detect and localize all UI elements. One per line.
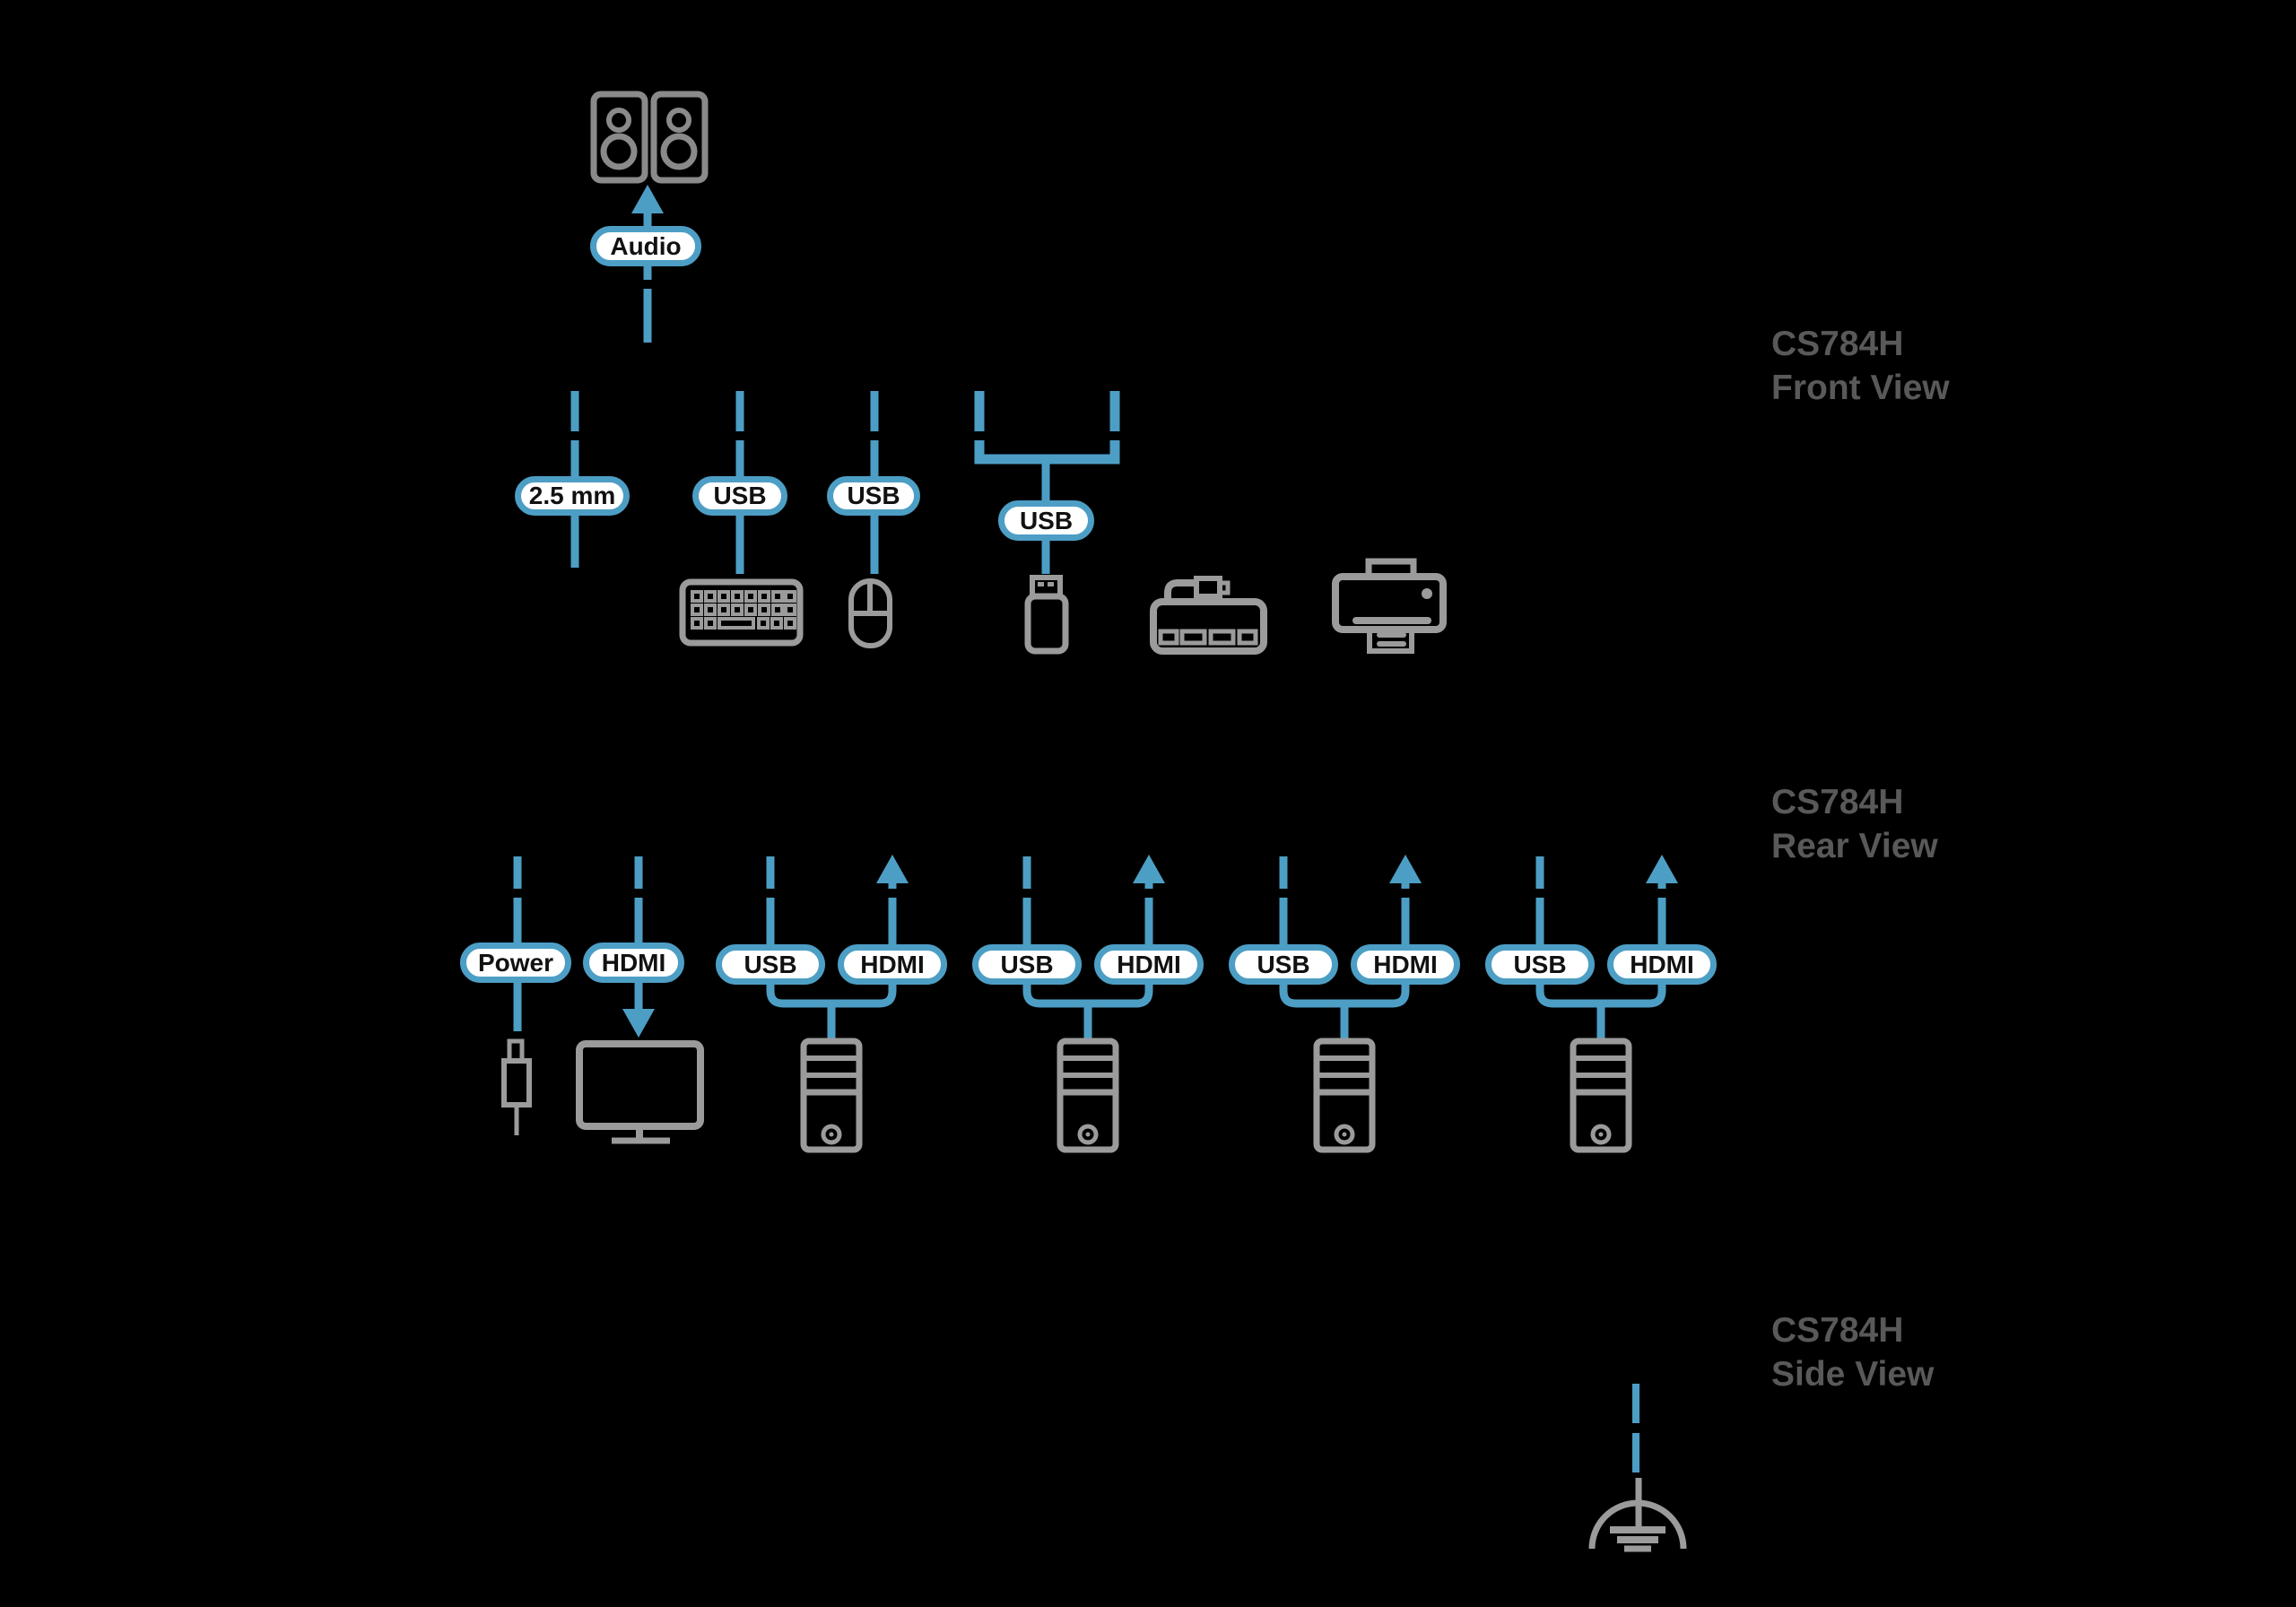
speakers-icon xyxy=(590,91,709,184)
computer-tower-icon xyxy=(1057,1038,1119,1153)
usb-split-bracket xyxy=(974,391,1120,465)
usb-port-4-label: USB xyxy=(1485,944,1595,985)
usb-port-3-label: USB xyxy=(1229,944,1338,985)
monitor-hdmi-line xyxy=(622,856,655,1038)
side-view-heading-model: CS784H xyxy=(1771,1311,1904,1350)
front-view-heading: CS784H Front View xyxy=(1771,322,2148,410)
hdmi-port-2-label: HDMI xyxy=(1094,944,1204,985)
side-view-heading: CS784H Side View xyxy=(1771,1308,2148,1396)
rear-view-heading-label: Rear View xyxy=(1771,827,1938,865)
usb-shared-port-label: USB xyxy=(998,500,1094,541)
audio-port-notch xyxy=(642,280,653,289)
monitor-icon xyxy=(576,1040,704,1144)
computer-tower-icon xyxy=(1313,1038,1376,1153)
front-view-heading-model: CS784H xyxy=(1771,325,1904,363)
audio-port-label: Audio xyxy=(590,226,701,266)
hdmi-port-1-label: HDMI xyxy=(838,944,947,985)
computer-tower-icon xyxy=(800,1038,863,1153)
usb-mouse-port-label: USB xyxy=(827,476,920,516)
printer-icon xyxy=(1332,558,1447,654)
hdmi-port-4-label: HDMI xyxy=(1607,944,1717,985)
power-plug-icon xyxy=(501,1038,532,1135)
front-view-heading-label: Front View xyxy=(1771,369,1950,407)
usb-port-2-label: USB xyxy=(972,944,1082,985)
jack-2-5mm-port-label: 2.5 mm xyxy=(515,476,630,516)
power-port-label: Power xyxy=(460,942,571,983)
computer-tower-icon xyxy=(1570,1038,1632,1153)
rear-view-heading-model: CS784H xyxy=(1771,783,1904,821)
keyboard-icon xyxy=(679,578,804,647)
hdmi-port-3-label: HDMI xyxy=(1351,944,1460,985)
side-view-heading-label: Side View xyxy=(1771,1355,1935,1394)
rear-view-heading: CS784H Rear View xyxy=(1771,780,2148,868)
monitor-hdmi-port-label: HDMI xyxy=(583,942,684,983)
usb-port-1-label: USB xyxy=(716,944,825,985)
usb-keyboard-port-label: USB xyxy=(692,476,787,516)
computer-towers xyxy=(800,1038,1632,1153)
mouse-icon xyxy=(848,578,892,648)
usb-hub-icon xyxy=(1150,576,1267,655)
usb-flash-drive-icon xyxy=(1024,575,1069,655)
grounding-wire-line xyxy=(1631,1384,1641,1472)
grounding-icon xyxy=(1588,1478,1687,1552)
